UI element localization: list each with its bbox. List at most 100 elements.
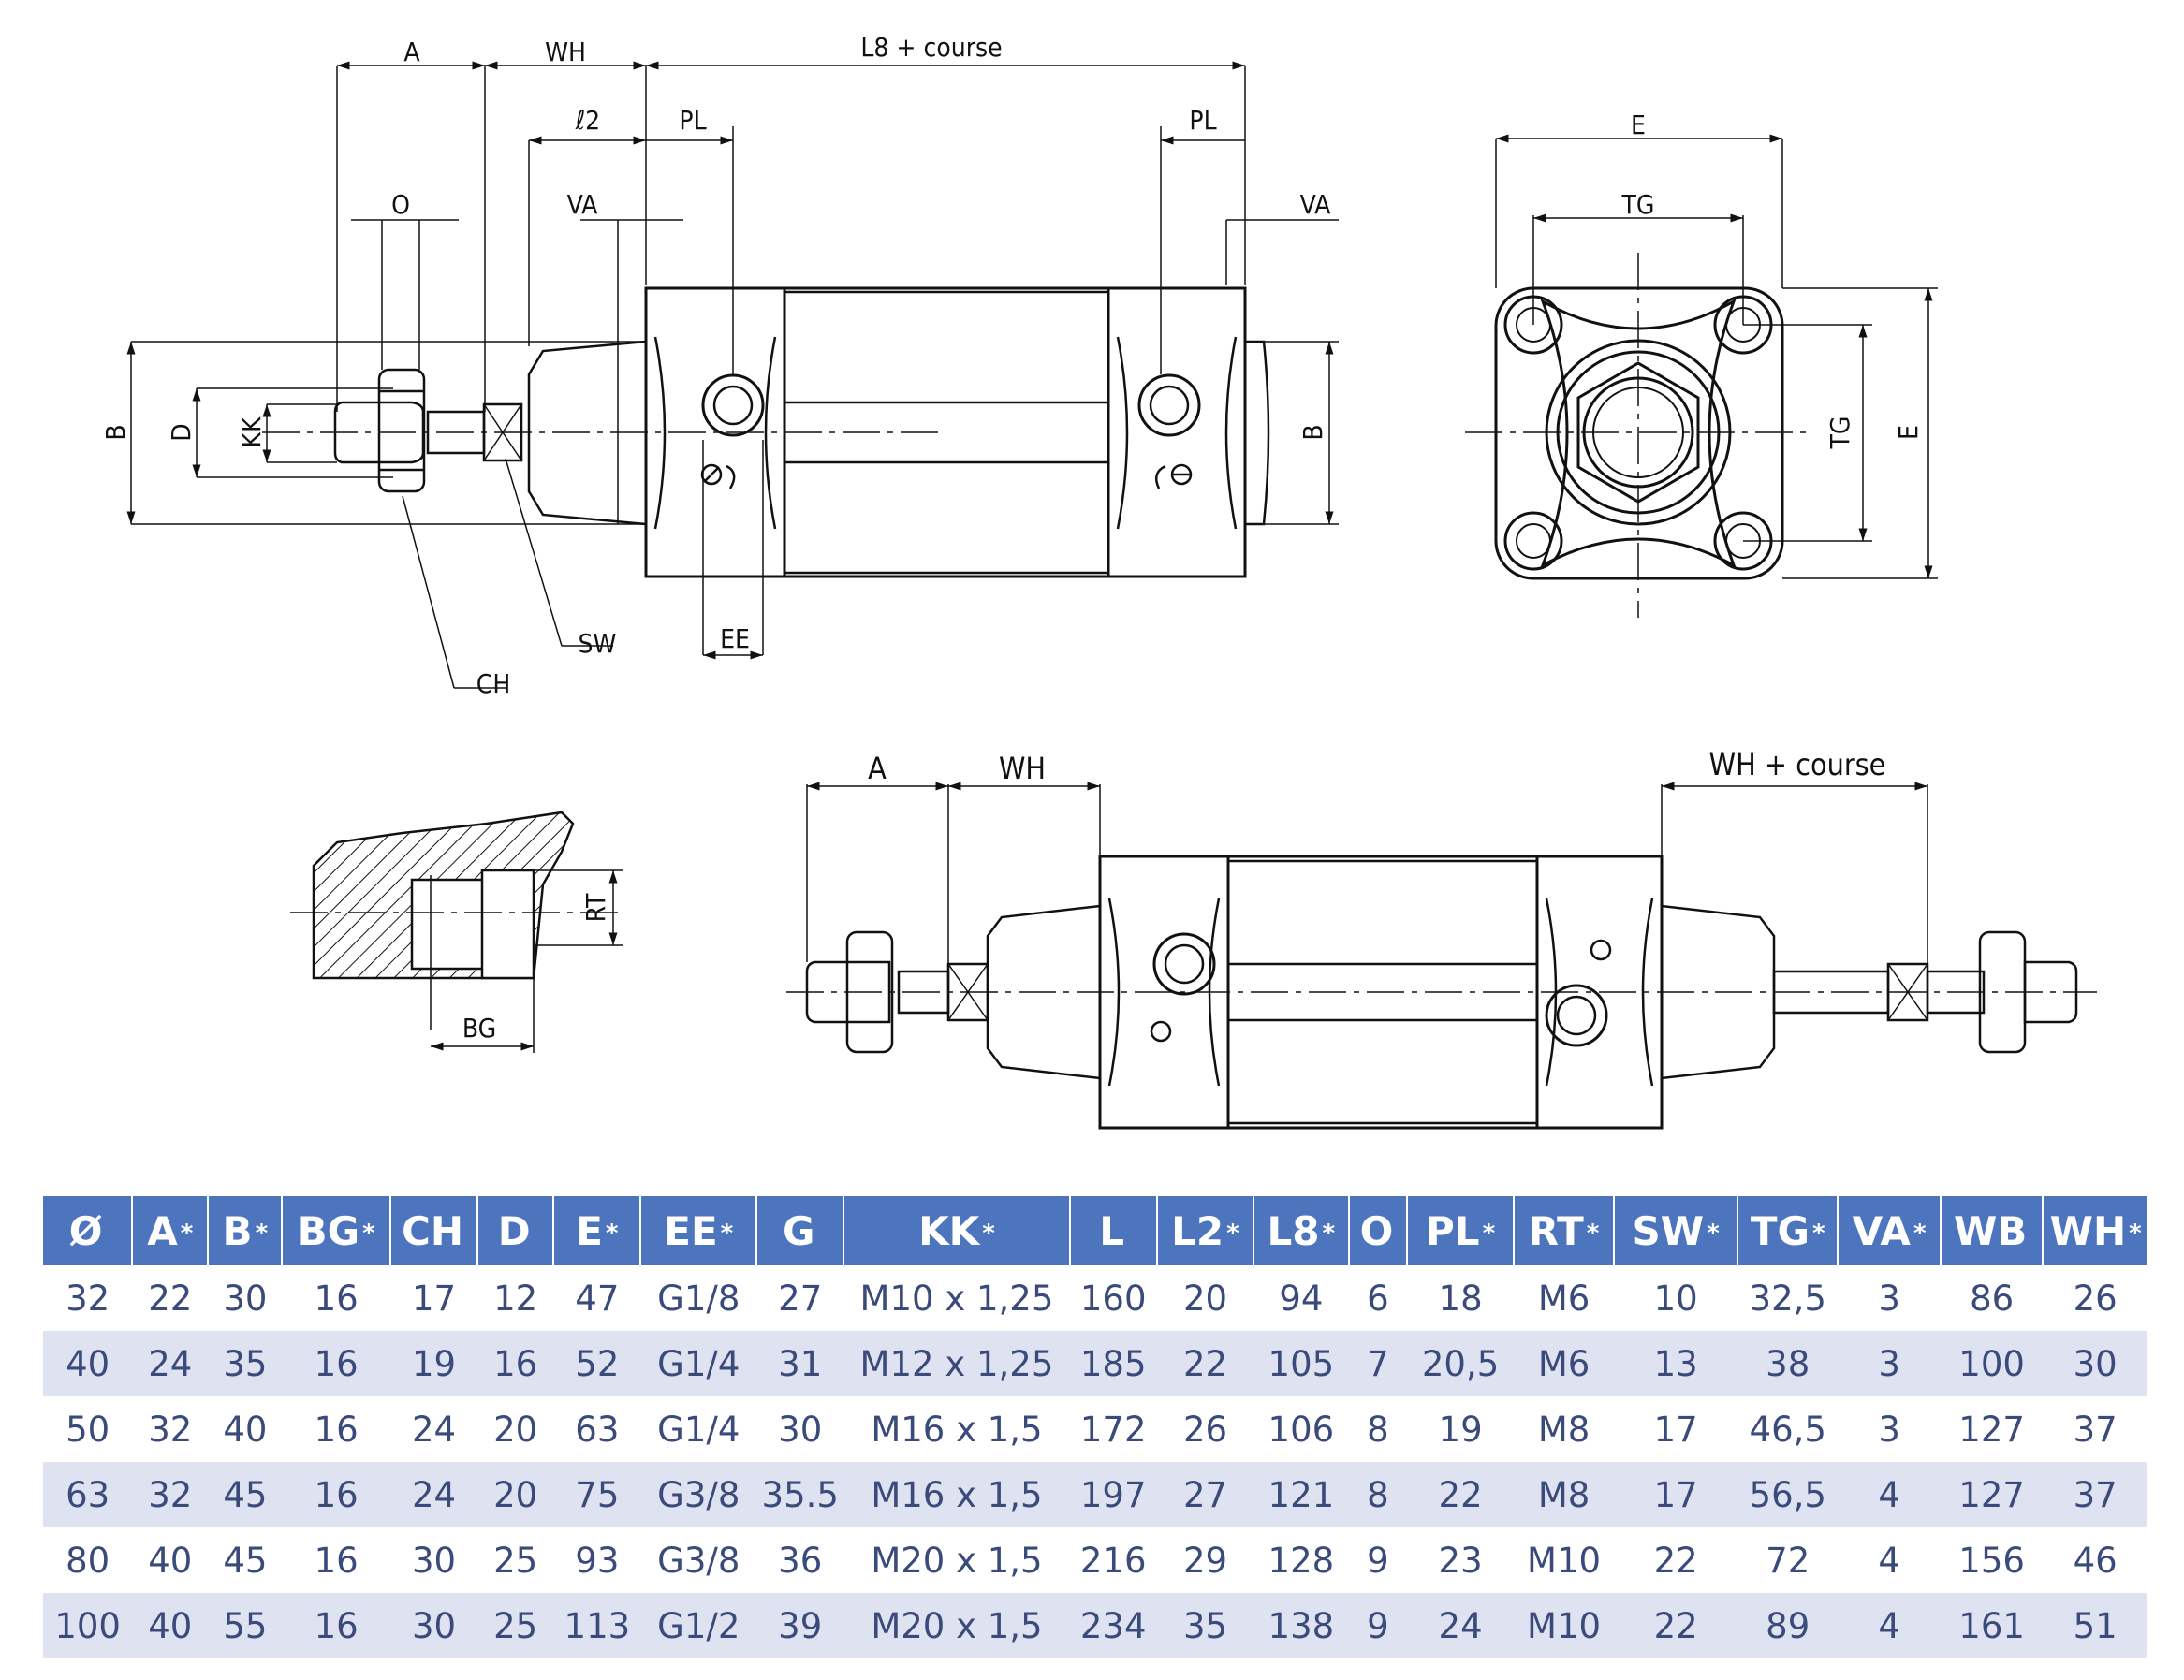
- table-cell: 18: [1438, 1278, 1483, 1319]
- label-e-side: E: [1893, 425, 1924, 440]
- rod-end-section: [290, 811, 623, 1053]
- table-cell: 16: [282, 1462, 390, 1527]
- table-cell: 72: [1766, 1540, 1810, 1581]
- label-a-bottom: A: [868, 751, 887, 786]
- table-cell: 50: [66, 1409, 110, 1450]
- table-cell: 100: [1940, 1331, 2044, 1396]
- table-cell: M6: [1513, 1331, 1615, 1396]
- table-cell: 40: [132, 1593, 209, 1658]
- table-cell: 30: [411, 1540, 457, 1581]
- col-header-diameter: Ø: [43, 1196, 134, 1265]
- label-tg-top: TG: [1621, 189, 1655, 220]
- table-cell: 100: [43, 1593, 133, 1658]
- table-cell: 22: [1407, 1462, 1514, 1527]
- table-cell: 26: [2073, 1278, 2118, 1319]
- col-header-ch: CH: [389, 1196, 479, 1265]
- table-cell: M12 x 1,25: [843, 1331, 1070, 1396]
- table-cell: M6: [1537, 1278, 1590, 1319]
- table-cell: 16: [282, 1593, 390, 1658]
- table-cell: 16: [282, 1331, 390, 1396]
- label-tg-side: TG: [1825, 416, 1855, 450]
- table-cell: 22: [148, 1278, 193, 1319]
- table-cell: 47: [575, 1278, 620, 1319]
- table-cell: 121: [1253, 1462, 1349, 1527]
- label-pl-right: PL: [1189, 105, 1216, 136]
- table-cell: 172: [1079, 1409, 1147, 1450]
- table-cell: 56,5: [1737, 1462, 1839, 1527]
- table-cell: 20,5: [1407, 1331, 1514, 1396]
- table-cell: 94: [1279, 1278, 1324, 1319]
- table-cell: 156: [1958, 1540, 2025, 1581]
- table-cell: 16: [314, 1409, 359, 1450]
- table-cell: M20 x 1,5: [843, 1593, 1070, 1658]
- table-cell: 46,5: [1749, 1409, 1826, 1450]
- table-cell: 40: [43, 1331, 133, 1396]
- table-cell: 9: [1367, 1540, 1389, 1581]
- label-ch: CH: [476, 668, 511, 699]
- label-e-top: E: [1631, 110, 1646, 140]
- table-cell: 17: [1653, 1409, 1698, 1450]
- table-cell: 46: [2073, 1540, 2118, 1581]
- table-cell: 24: [389, 1462, 478, 1527]
- table-cell: 75: [553, 1462, 641, 1527]
- col-header-tg: TG*: [1737, 1196, 1840, 1265]
- table-cell: 30: [2043, 1331, 2147, 1396]
- table-cell: 4: [1878, 1540, 1900, 1581]
- table-cell: 37: [2073, 1409, 2118, 1450]
- double-rod-dimensions: [806, 782, 1928, 964]
- table-cell: 12: [493, 1278, 538, 1319]
- dimension-table: Ø A* B* BG* CH D E* EE* G KK* L L2* L8* …: [43, 1196, 2147, 1658]
- technical-drawing: A WH L8 + course ℓ2 PL PL VA VA O B D KK…: [100, 32, 2097, 1130]
- table-cell: M10 x 1,25: [859, 1278, 1054, 1319]
- table-cell: 27: [778, 1278, 823, 1319]
- table-cell: 37: [2043, 1462, 2147, 1527]
- col-header-b: B*: [208, 1196, 284, 1265]
- table-cell: 20: [493, 1409, 538, 1450]
- col-header-pl: PL*: [1407, 1196, 1515, 1265]
- table-cell: 25: [493, 1540, 538, 1581]
- table-cell: 138: [1253, 1593, 1349, 1658]
- double-rod-view: [786, 855, 2097, 1130]
- label-sw: SW: [579, 628, 617, 659]
- col-header-ee: EE*: [640, 1196, 758, 1265]
- table-cell: 3: [1838, 1331, 1941, 1396]
- table-cell: 16: [477, 1331, 554, 1396]
- table-cell: 7: [1348, 1331, 1408, 1396]
- table-cell: 234: [1069, 1593, 1157, 1658]
- table-cell: M20 x 1,5: [871, 1540, 1043, 1581]
- label-b-right: B: [1297, 424, 1328, 440]
- table-cell: 23: [1438, 1540, 1483, 1581]
- table-cell: 38: [1737, 1331, 1839, 1396]
- table-cell: 55: [208, 1593, 283, 1658]
- table-cell: 35.5: [756, 1462, 844, 1527]
- col-header-wb: WB: [1940, 1196, 2045, 1265]
- table-header-row: Ø A* B* BG* CH D E* EE* G KK* L L2* L8* …: [43, 1196, 2147, 1265]
- table-cell: 4: [1838, 1593, 1941, 1658]
- table-cell: 32,5: [1749, 1278, 1826, 1319]
- label-va-right: VA: [1300, 189, 1331, 220]
- label-rt: RT: [580, 893, 611, 922]
- table-cell: 29: [1182, 1540, 1228, 1581]
- table-cell: 32: [66, 1278, 110, 1319]
- table-cell: 86: [1970, 1278, 2015, 1319]
- table-cell: G3/8: [657, 1540, 740, 1581]
- label-ee: EE: [720, 623, 750, 654]
- dimension-labels: A WH L8 + course ℓ2 PL PL VA VA O B D KK…: [100, 32, 1924, 1044]
- table-cell: 16: [314, 1540, 359, 1581]
- table-cell: 22: [1614, 1593, 1738, 1658]
- front-view-dimensions: [1495, 134, 1938, 579]
- table-cell: 30: [778, 1409, 823, 1450]
- table-cell: 52: [553, 1331, 641, 1396]
- table-cell: 19: [1438, 1409, 1483, 1450]
- col-header-va: VA*: [1838, 1196, 1942, 1265]
- table-cell: 3: [1878, 1409, 1900, 1450]
- table-cell: 45: [208, 1462, 283, 1527]
- col-header-l: L: [1069, 1196, 1158, 1265]
- table-cell: 45: [223, 1540, 268, 1581]
